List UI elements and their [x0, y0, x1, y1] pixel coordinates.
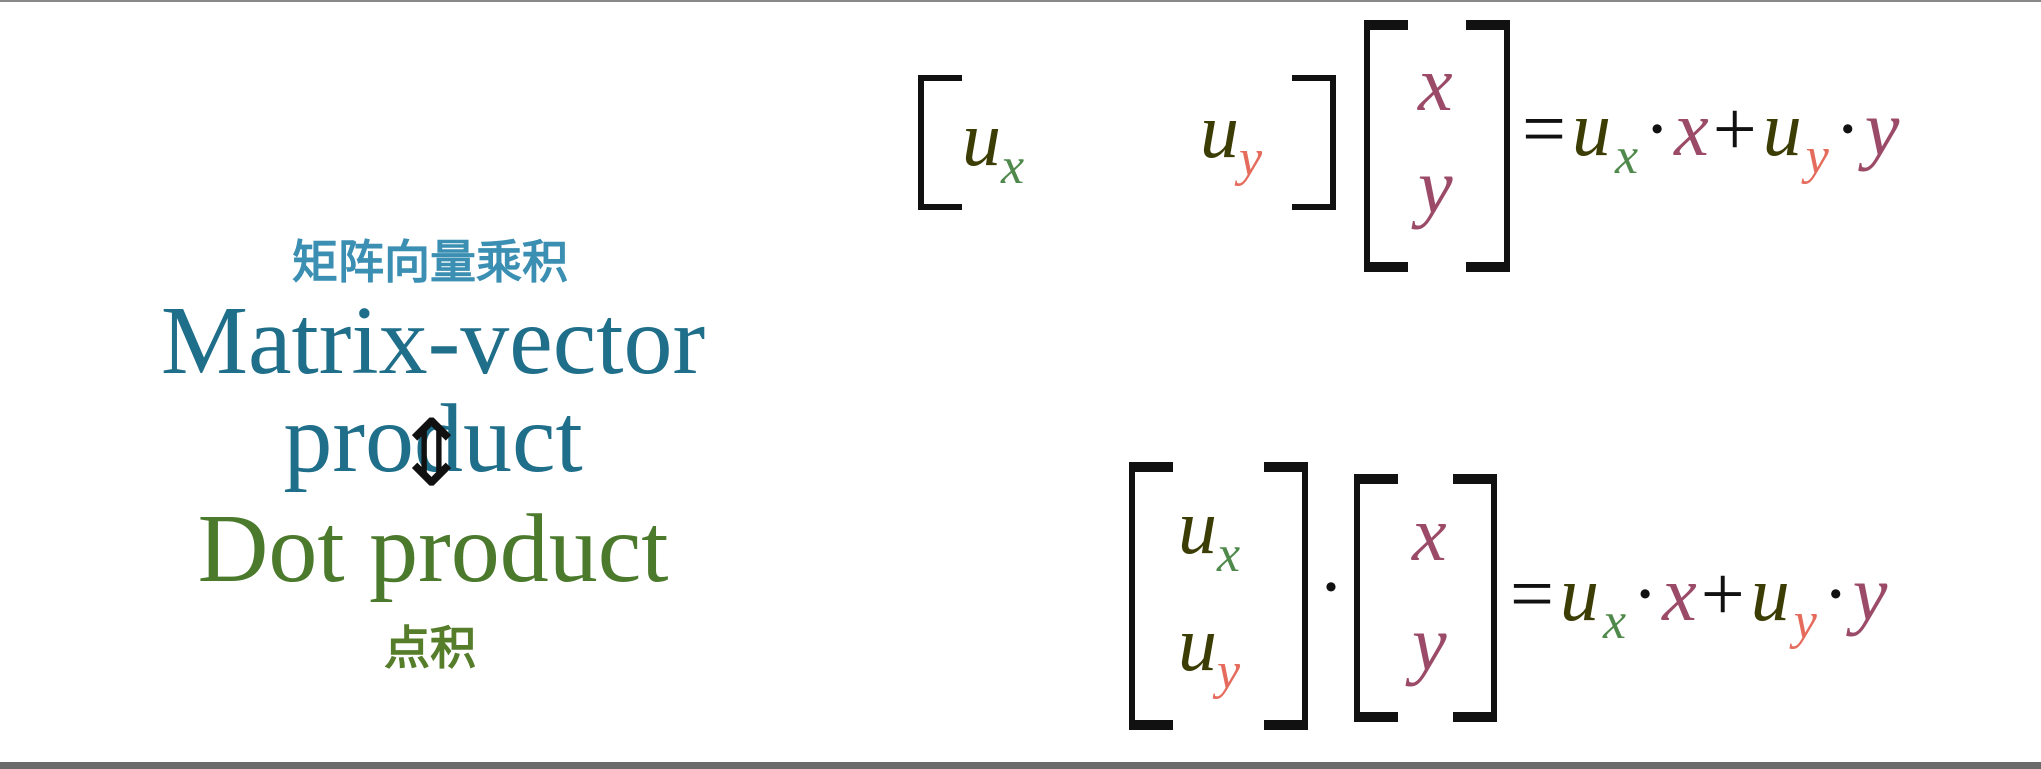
row-entry-uy: uy: [1200, 87, 1263, 187]
col-bracket-left: [1364, 20, 1408, 272]
dot-product-cn: 点积: [384, 621, 476, 675]
dot-product-result: = ux · x + uy · y: [1510, 550, 1888, 650]
matrix-vector-result: = ux · x + uy · y: [1522, 85, 1900, 185]
top-border: [0, 0, 2041, 2]
dot-product-label: Dot product: [197, 495, 669, 603]
col-entry-y: y: [1418, 143, 1453, 230]
u-bracket-right: [1264, 462, 1308, 730]
col-entry-x: x: [1418, 40, 1453, 127]
v-entry-x: x: [1412, 490, 1447, 577]
matrix-vector-product-cn: 矩阵向量乘积: [292, 235, 568, 289]
u-entry-ux: ux: [1178, 483, 1241, 583]
matrix-vector-product-label: Matrix-vector product: [160, 287, 706, 493]
v-bracket-right: [1453, 474, 1497, 722]
equivalence-arrow-icon: ⇕: [393, 400, 471, 507]
v-entry-y: y: [1412, 600, 1447, 687]
row-bracket-left: [918, 75, 962, 210]
dot-operator: ·: [1318, 543, 1344, 630]
v-bracket-left: [1354, 474, 1398, 722]
row-entry-ux: ux: [962, 95, 1025, 195]
u-entry-uy: uy: [1178, 600, 1241, 700]
bottom-bar: [0, 762, 2041, 769]
row-bracket-right: [1292, 75, 1336, 210]
u-bracket-left: [1129, 462, 1173, 730]
col-bracket-right: [1466, 20, 1510, 272]
